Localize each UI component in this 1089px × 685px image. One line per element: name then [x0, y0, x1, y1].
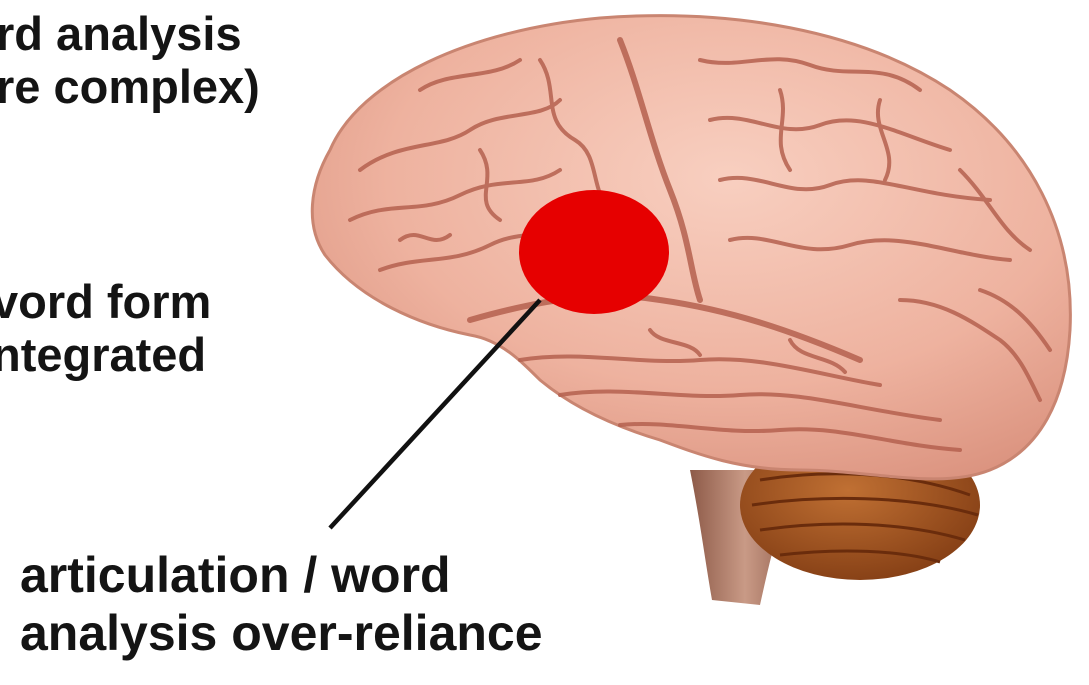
leader-line — [330, 300, 540, 528]
label-word-analysis-complex: rd analysis re complex) — [0, 8, 260, 113]
label-articulation-over-reliance: articulation / word analysis over-relian… — [20, 546, 543, 662]
label-top-line2: re complex) — [0, 61, 260, 114]
label-bottom-line2: analysis over-reliance — [20, 604, 543, 662]
label-top-line1: rd analysis — [0, 8, 260, 61]
label-mid-line1: vord form — [0, 276, 211, 329]
label-mid-line2: ntegrated — [0, 329, 211, 382]
highlight-region-marker — [519, 190, 669, 314]
label-bottom-line1: articulation / word — [20, 546, 543, 604]
label-word-form-integrated: vord form ntegrated — [0, 276, 211, 381]
